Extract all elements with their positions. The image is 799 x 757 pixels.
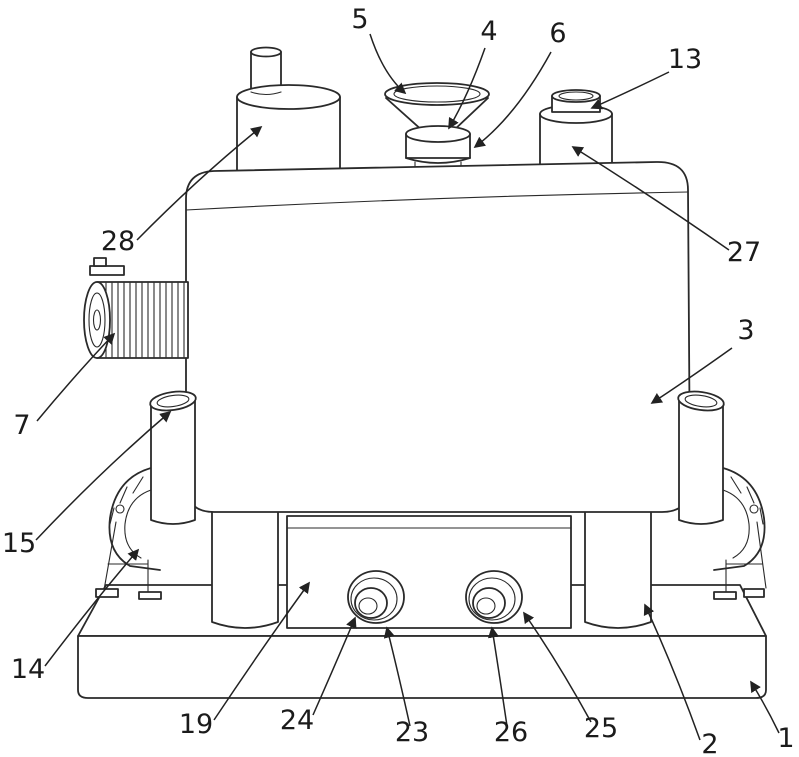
callout-23: 23 [383, 626, 429, 748]
leader-line [643, 603, 701, 741]
right-inlet-port [539, 89, 613, 175]
leader-line [136, 125, 263, 241]
right-support-cylinder [584, 504, 652, 629]
leader-line [36, 332, 116, 422]
leader-line [44, 548, 140, 667]
callout-27: 27 [571, 146, 761, 268]
part-label: 23 [395, 717, 429, 748]
callout-6: 6 [473, 18, 567, 149]
part-label: 15 [2, 528, 36, 559]
leader-line [35, 410, 172, 541]
part-label: 13 [668, 44, 702, 75]
leader-line [383, 626, 411, 727]
main-tank [185, 161, 691, 513]
right-elbow-bracket [713, 467, 767, 600]
callout-24: 24 [280, 616, 357, 736]
part-label: 25 [584, 713, 618, 744]
callout-13: 13 [590, 44, 702, 110]
leader-line [523, 611, 592, 723]
leader-line [650, 347, 733, 404]
part-label: 7 [13, 410, 30, 441]
callouts: 5 4 6 13 28 27 [2, 4, 795, 757]
leader-line [213, 581, 310, 721]
part-label: 4 [480, 16, 497, 47]
leader-line [750, 680, 780, 734]
callout-5: 5 [351, 4, 407, 95]
part-label: 19 [179, 709, 213, 740]
right-pipe [677, 390, 725, 525]
callout-2: 2 [643, 603, 719, 757]
left-support-cylinder [211, 504, 279, 629]
feed-funnel [384, 82, 490, 176]
leader-line [590, 71, 670, 110]
callout-19: 19 [179, 581, 310, 740]
part-label: 24 [280, 705, 314, 736]
leader-line [369, 33, 407, 95]
side-motor [83, 257, 189, 359]
callout-1: 1 [750, 680, 795, 754]
right-discharge-port [465, 570, 523, 624]
part-label: 2 [701, 729, 718, 757]
chimney [236, 46, 341, 186]
left-pipe [149, 390, 197, 525]
leader-line [571, 146, 730, 251]
callout-15: 15 [2, 410, 172, 559]
left-elbow-bracket [95, 467, 162, 600]
part-label: 27 [727, 237, 761, 268]
part-label: 14 [11, 654, 45, 685]
left-discharge-port [347, 570, 405, 624]
part-label: 26 [494, 717, 528, 748]
part-label: 5 [351, 4, 368, 35]
part-label: 1 [777, 723, 794, 754]
callout-25: 25 [523, 611, 618, 744]
leader-line [487, 626, 508, 727]
callout-7: 7 [13, 332, 116, 441]
leader-line [448, 47, 486, 130]
callout-3: 3 [650, 315, 755, 404]
callout-4: 4 [448, 16, 498, 130]
callout-28: 28 [101, 125, 263, 257]
lower-housing [286, 515, 572, 629]
part-label: 3 [737, 315, 754, 346]
part-label: 28 [101, 226, 135, 257]
leader-line [473, 51, 552, 149]
callout-14: 14 [11, 548, 140, 685]
leader-line [312, 616, 357, 716]
callout-26: 26 [487, 626, 528, 748]
part-label: 6 [549, 18, 566, 49]
